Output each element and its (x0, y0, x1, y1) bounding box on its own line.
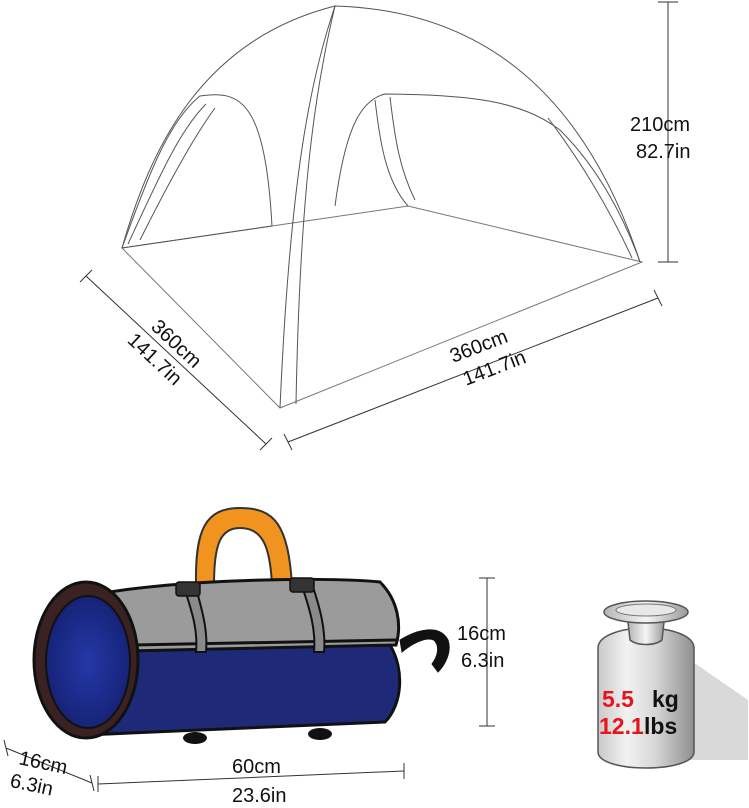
tent-height-in: 82.7in (636, 141, 691, 163)
carry-bag-drawing (32, 506, 450, 744)
bag-diameter-dimension (479, 577, 495, 727)
bag-strap-left (183, 586, 208, 653)
bag-handle (194, 506, 294, 586)
tent-depth-dimension (79, 269, 273, 451)
tent-front-leg (279, 5, 336, 409)
weight-lbs-unit: lbs (644, 713, 677, 739)
tent-drawing (120, 5, 644, 409)
weight-kg-unit: kg (652, 686, 679, 712)
bag-diameter-in: 6.3in (461, 650, 504, 672)
tent-right-door (334, 93, 641, 263)
bag-strap-right (300, 582, 326, 653)
bag-strap-tail (399, 629, 450, 673)
tent-left-door (121, 94, 273, 249)
tent-height-dimension (658, 1, 678, 263)
tent-width-labels: 360cm 141.7in (447, 326, 529, 391)
tent-width-dimension (283, 289, 663, 451)
bag-end-labels: 16cm 6.3in (8, 747, 69, 800)
tent-height-cm: 210cm (630, 114, 690, 136)
bag-length-dimension (97, 763, 405, 792)
bag-length-in: 23.6in (232, 785, 287, 807)
bag-end-dimension (3, 739, 95, 792)
weight-lbs-value: 12.1 (599, 713, 644, 739)
bag-body-bottom (78, 643, 402, 737)
weight-icon (597, 600, 748, 769)
bag-length-cm: 60cm (232, 756, 281, 778)
weight-kg-value: 5.5 (602, 686, 634, 712)
bag-diameter-cm: 16cm (457, 623, 506, 645)
tent-roof-outline (121, 5, 641, 263)
